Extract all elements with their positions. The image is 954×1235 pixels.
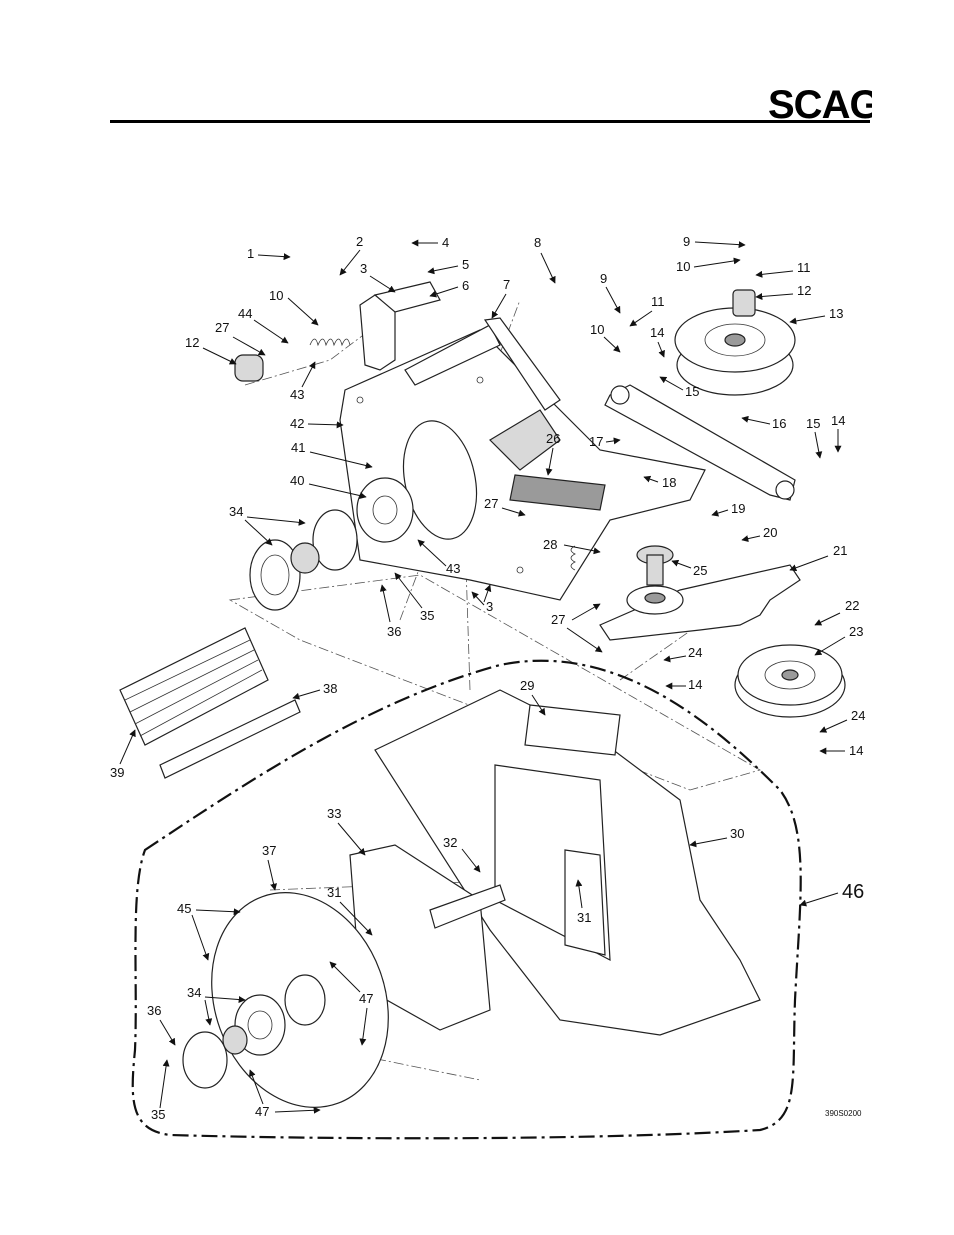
pulley-23 xyxy=(734,644,846,718)
handle-bracket xyxy=(404,317,561,411)
callout-15-right: 15 xyxy=(806,416,820,431)
callout-36-upper: 36 xyxy=(387,624,401,639)
callout-5: 5 xyxy=(462,257,469,272)
callout-9-right: 9 xyxy=(683,234,690,249)
callout-10-left: 10 xyxy=(269,288,283,303)
callout-10-right: 10 xyxy=(676,259,690,274)
belts xyxy=(119,627,301,779)
callout-18: 18 xyxy=(662,475,676,490)
callout-38: 38 xyxy=(323,681,337,696)
callout-16: 16 xyxy=(772,416,786,431)
callout-33: 33 xyxy=(327,806,341,821)
spacer-12 xyxy=(732,289,756,317)
mount-plate xyxy=(599,564,801,641)
idler-arm xyxy=(604,384,796,501)
callout-7: 7 xyxy=(503,277,510,292)
callout-14-upper: 14 xyxy=(650,325,664,340)
callout-11-right: 11 xyxy=(797,260,811,275)
callout-19: 19 xyxy=(731,501,745,516)
spring-43 xyxy=(309,338,576,571)
spindle xyxy=(636,545,674,586)
callout-42: 42 xyxy=(290,416,304,431)
callout-43-lower: 43 xyxy=(446,561,460,576)
callout-34-lower: 34 xyxy=(187,985,201,1000)
callout-14-right: 14 xyxy=(831,413,845,428)
callout-24-mid: 24 xyxy=(688,645,702,660)
callout-27-lower: 27 xyxy=(551,612,565,627)
callout-46: 46 xyxy=(842,881,864,903)
callout-14-lower: 14 xyxy=(849,743,863,758)
callout-26: 26 xyxy=(546,431,560,446)
callout-25: 25 xyxy=(693,563,707,578)
callout-44: 44 xyxy=(238,306,252,321)
callout-35-lower: 35 xyxy=(151,1107,165,1122)
callout-27-mid: 27 xyxy=(484,496,498,511)
callout-8: 8 xyxy=(534,235,541,250)
callout-41: 41 xyxy=(291,440,305,455)
callout-27-left: 27 xyxy=(215,320,229,335)
callout-13: 13 xyxy=(829,306,843,321)
latch-bracket xyxy=(359,281,441,371)
callout-23: 23 xyxy=(849,624,863,639)
callout-45: 45 xyxy=(177,901,191,916)
callout-12-right: 12 xyxy=(797,283,811,298)
callout-39: 39 xyxy=(110,765,124,780)
callout-9-mid: 9 xyxy=(600,271,607,286)
callout-40: 40 xyxy=(290,473,304,488)
callout-1: 1 xyxy=(247,246,254,261)
callout-17: 17 xyxy=(589,434,603,449)
callout-22: 22 xyxy=(845,598,859,613)
callout-3-upper: 3 xyxy=(360,261,367,276)
callout-31-right: 31 xyxy=(577,910,591,925)
callout-34-upper: 34 xyxy=(229,504,243,519)
callout-11-mid: 11 xyxy=(651,294,665,309)
callout-12-left: 12 xyxy=(185,335,199,350)
callout-30: 30 xyxy=(730,826,744,841)
callout-3-lower: 3 xyxy=(486,599,493,614)
main-frame xyxy=(339,329,706,601)
callout-29: 29 xyxy=(520,678,534,693)
callout-4: 4 xyxy=(442,235,449,250)
callout-24-right: 24 xyxy=(851,708,865,723)
spacer-12-left xyxy=(234,354,264,382)
callout-47-lower: 47 xyxy=(255,1104,269,1119)
callout-6: 6 xyxy=(462,278,469,293)
callout-21: 21 xyxy=(833,543,847,558)
scag-logo: SCAG xyxy=(768,86,872,120)
callout-31-left: 31 xyxy=(327,885,341,900)
scag-logo-text: SCAG xyxy=(768,86,872,120)
callout-14-mid: 14 xyxy=(688,677,702,692)
callout-35-upper: 35 xyxy=(420,608,434,623)
callout-43-upper: 43 xyxy=(290,387,304,402)
callout-labels: 1 2 3 4 5 6 7 8 9 10 11 12 13 9 11 10 14 xyxy=(110,234,865,1122)
callout-37: 37 xyxy=(262,843,276,858)
callout-10-mid: 10 xyxy=(590,322,604,337)
callout-15-upper: 15 xyxy=(685,384,699,399)
header-rule xyxy=(110,120,870,123)
bearing-set-upper xyxy=(249,477,414,611)
callout-2: 2 xyxy=(356,234,363,249)
impeller-disc xyxy=(182,892,389,1108)
callout-20: 20 xyxy=(763,525,777,540)
callout-47-upper: 47 xyxy=(359,991,373,1006)
callout-32: 32 xyxy=(443,835,457,850)
pulley-13 xyxy=(674,307,796,396)
callout-28: 28 xyxy=(543,537,557,552)
callout-36-lower: 36 xyxy=(147,1003,161,1018)
figure-code: 390S0200 xyxy=(825,1109,862,1118)
discharge-chute xyxy=(374,689,761,1036)
